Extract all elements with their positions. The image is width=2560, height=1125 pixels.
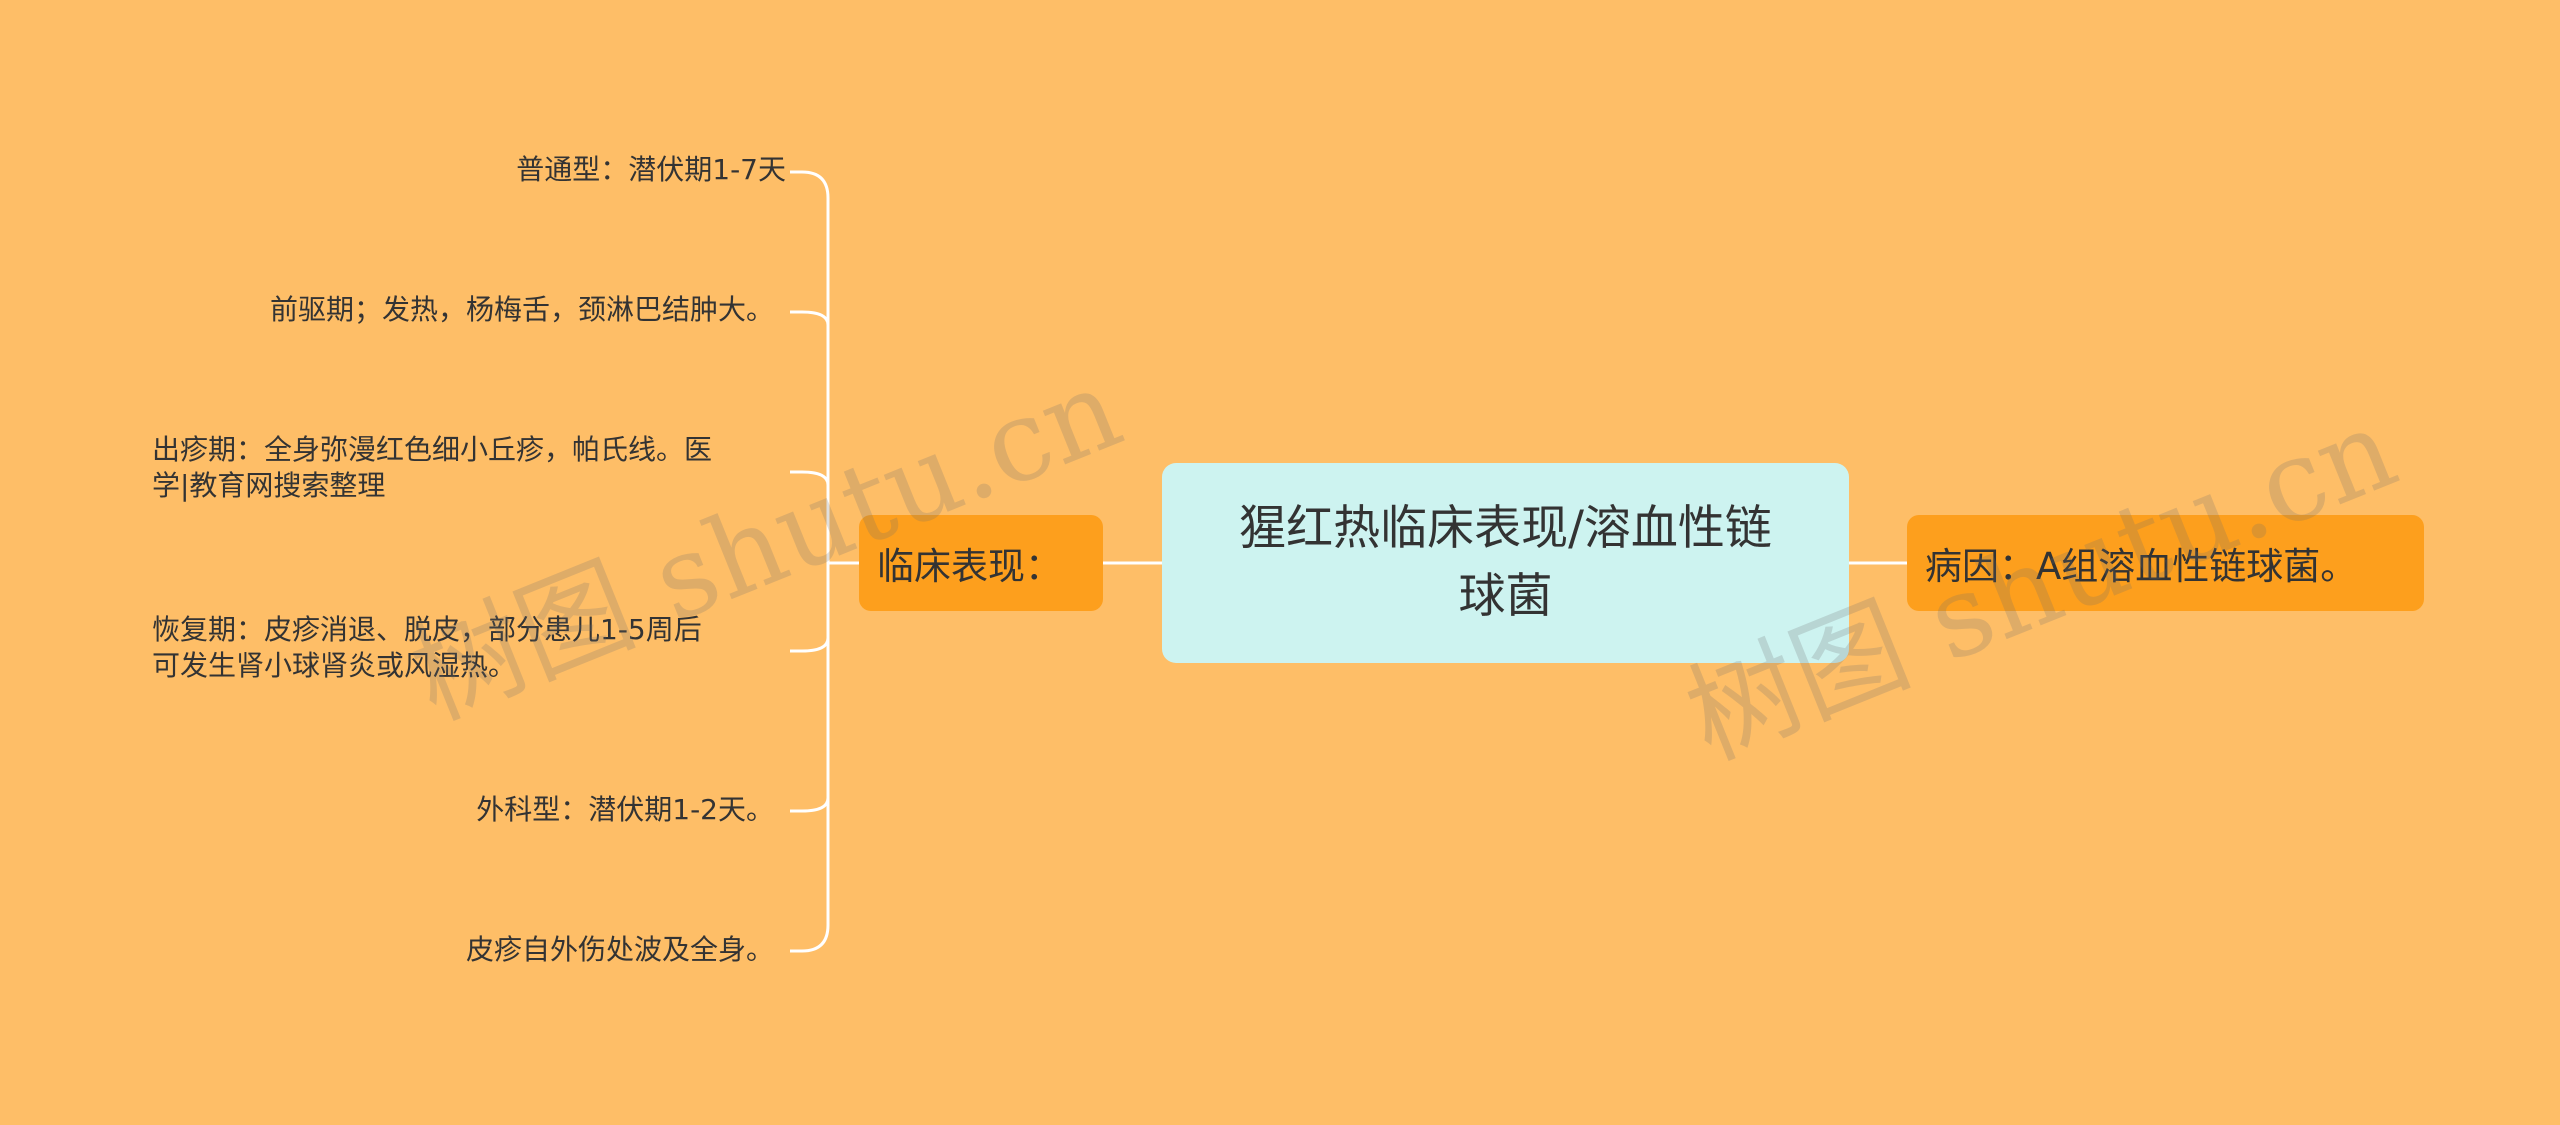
leaf-prodromal[interactable]: 前驱期；发热，杨梅舌，颈淋巴结肿大。 [270, 292, 774, 328]
leaf-tick-2 [801, 310, 830, 326]
branch-cause-label: 病因：A组溶血性链球菌。 [1925, 545, 2358, 588]
root-topic[interactable]: 猩红热临床表现/溶血性链 球菌 [1162, 463, 1849, 663]
root-topic-line-1: 猩红热临床表现/溶血性链 [1239, 501, 1772, 556]
root-topic-line-2: 球菌 [1458, 569, 1553, 624]
leaf-recovery-line-2: 可发生肾小球肾炎或风湿热。 [152, 649, 517, 682]
leaf-surgical-type[interactable]: 外科型：潜伏期1-2天。 [476, 792, 774, 828]
leaf-eruption-line-1: 出疹期：全身弥漫红色细小丘疹，帕氏线。医 [152, 433, 713, 466]
leaf-prodromal-text: 前驱期；发热，杨梅舌，颈淋巴结肿大。 [269, 293, 774, 326]
leaf-recovery-line-1: 恢复期：皮疹消退、脱皮，部分患儿1-5周后 [152, 613, 702, 646]
leaf-bracket [801, 170, 830, 953]
leaf-tick-3 [801, 470, 830, 486]
leaf-recovery[interactable]: 恢复期：皮疹消退、脱皮，部分患儿1-5周后 可发生肾小球肾炎或风湿热。 [152, 612, 702, 684]
leaf-tick-4 [801, 637, 830, 653]
leaf-rash-spread-text: 皮疹自外伤处波及全身。 [465, 933, 774, 966]
branch-clinical-label: 临床表现： [877, 545, 1062, 588]
leaf-eruption[interactable]: 出疹期：全身弥漫红色细小丘疹，帕氏线。医 学|教育网搜索整理 [152, 432, 712, 504]
branch-clinical-manifestation[interactable]: 临床表现： [859, 515, 1103, 611]
leaf-common-type[interactable]: 普通型：潜伏期1-7天 [516, 152, 786, 188]
leaf-tick-5 [801, 797, 830, 813]
leaf-common-type-text: 普通型：潜伏期1-7天 [516, 153, 786, 186]
leaf-eruption-line-2: 学|教育网搜索整理 [152, 469, 386, 502]
leaf-rash-spread[interactable]: 皮疹自外伤处波及全身。 [466, 932, 774, 968]
leaf-surgical-type-text: 外科型：潜伏期1-2天。 [476, 793, 774, 826]
root-topic-text: 猩红热临床表现/溶血性链 球菌 [1239, 495, 1772, 631]
branch-cause[interactable]: 病因：A组溶血性链球菌。 [1907, 515, 2424, 611]
